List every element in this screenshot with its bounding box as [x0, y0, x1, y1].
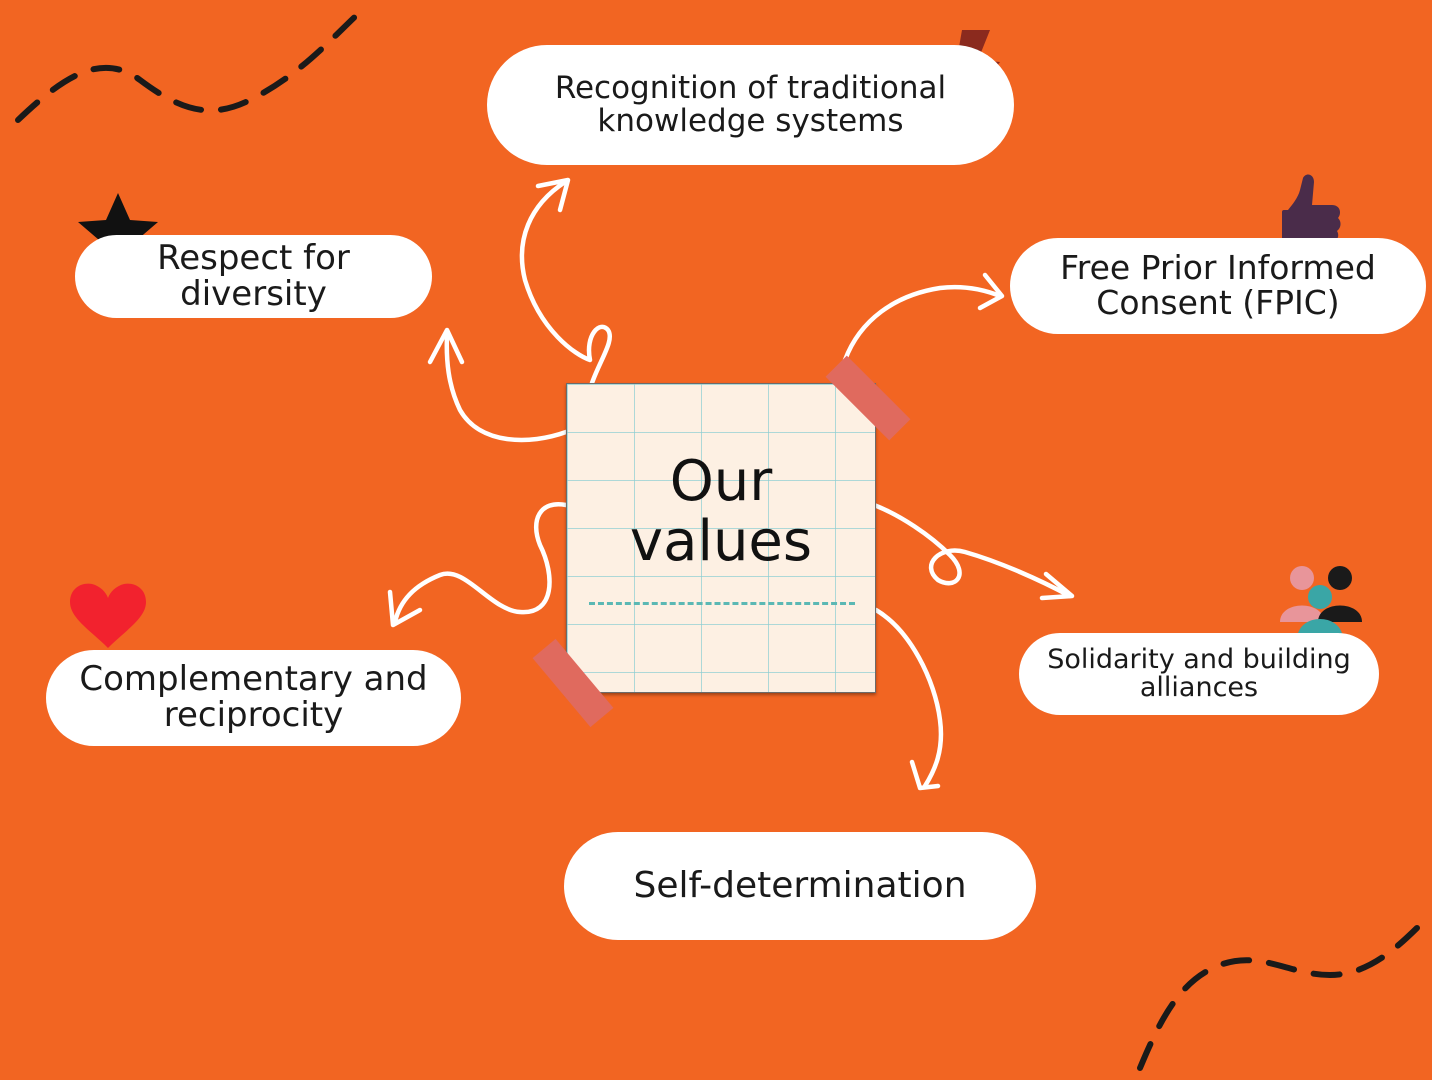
arrow-to-recognition [519, 179, 612, 386]
value-respect-line2: diversity [180, 273, 327, 314]
arrow-to-respect [444, 332, 569, 443]
note-title-line1: Our [669, 449, 773, 514]
note-dashed-underline [589, 602, 855, 605]
heart-icon [70, 583, 146, 648]
central-note: Our values [566, 383, 876, 693]
value-solidarity-line2: alliances [1139, 672, 1259, 703]
note-title-line2: values [629, 509, 813, 574]
arrowhead-self-determination [909, 759, 941, 791]
decorative-squiggle-top-left [15, 9, 363, 123]
value-recognition-line1: Recognition of traditional [554, 70, 947, 107]
value-solidarity-bubble: Solidarity and building alliances [1019, 633, 1379, 715]
arrowhead-fpic [977, 272, 1005, 311]
arrowhead-complementary [387, 589, 423, 628]
arrow-to-solidarity [871, 502, 1073, 599]
value-respect-bubble: Respect for diversity [75, 235, 432, 318]
value-recognition-bubble: Recognition of traditional knowledge sys… [487, 45, 1014, 165]
arrowhead-respect [427, 327, 465, 365]
tape-bottom-left [532, 638, 614, 728]
value-self-determination-label: Self-determination [633, 865, 967, 907]
value-complementary-line2: reciprocity [163, 695, 344, 735]
arrow-to-complementary [392, 501, 569, 625]
value-fpic-bubble: Free Prior Informed Consent (FPIC) [1010, 238, 1426, 334]
arrowhead-solidarity [1039, 571, 1075, 601]
arrow-to-self-determination [873, 607, 944, 789]
value-complementary-line1: Complementary and [79, 659, 428, 700]
value-fpic-line1: Free Prior Informed [1060, 248, 1376, 288]
value-respect-line1: Respect for [157, 237, 350, 278]
value-self-determination-bubble: Self-determination [564, 832, 1036, 940]
arrowhead-recognition [535, 177, 571, 213]
arrow-to-fpic [842, 284, 1003, 363]
tape-top-right [825, 355, 911, 441]
value-fpic-line2: Consent (FPIC) [1096, 283, 1340, 322]
value-complementary-bubble: Complementary and reciprocity [46, 650, 461, 746]
decorative-squiggle-bottom-right [1137, 917, 1428, 1071]
value-recognition-line2: knowledge systems [597, 103, 904, 139]
value-solidarity-line1: Solidarity and building [1047, 643, 1351, 675]
